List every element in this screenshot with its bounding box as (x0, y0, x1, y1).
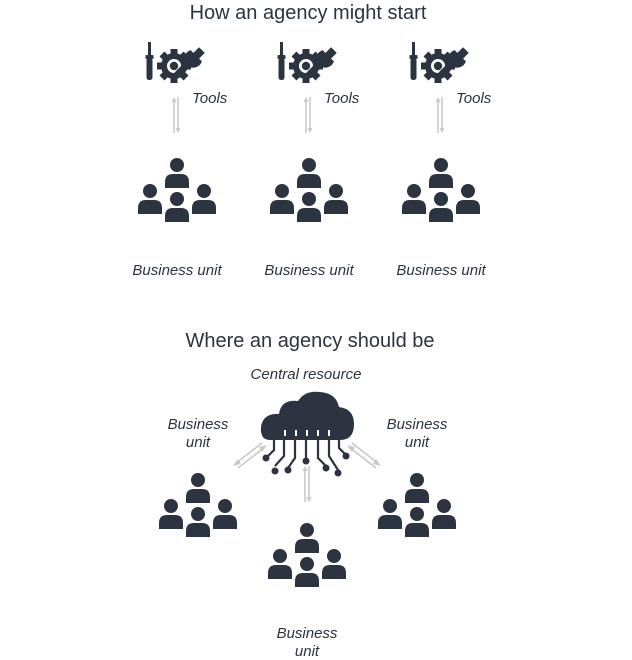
cloud-network-icon (260, 391, 354, 477)
right-unit-label-line2: unit (405, 434, 430, 451)
tools-column-1: Tools Business unit (132, 42, 228, 279)
right-unit-label-line1: Business (387, 416, 448, 433)
left-people-group-icon (159, 473, 237, 537)
tools-icon (409, 42, 473, 84)
tools-column-3: Tools Business unit (396, 42, 492, 279)
tools-column-2: Tools Business unit (264, 42, 360, 279)
central-resource-label: Central resource (251, 366, 362, 383)
tools-label: Tools (192, 90, 228, 107)
bottom-double-arrow-icon (301, 465, 313, 503)
bottom-section-title: Where an agency should be (185, 330, 434, 352)
bottom-unit-label-line1: Business (277, 625, 338, 642)
left-double-arrow-icon (233, 442, 267, 469)
business-unit-label: Business unit (264, 262, 354, 279)
business-unit-label: Business unit (132, 262, 222, 279)
tools-label: Tools (456, 90, 492, 107)
people-group-icon (138, 158, 216, 222)
business-unit-label: Business unit (396, 262, 486, 279)
top-section-title: How an agency might start (190, 2, 427, 24)
people-group-icon (402, 158, 480, 222)
bottom-people-group-icon (268, 523, 346, 587)
bottom-unit-label-line2: unit (295, 643, 320, 660)
double-arrow-icon (434, 96, 446, 134)
tools-icon (277, 42, 341, 84)
tools-icon (145, 42, 209, 84)
left-unit-label-line1: Business (168, 416, 229, 433)
people-group-icon (270, 158, 348, 222)
right-double-arrow-icon (347, 442, 381, 469)
tools-label: Tools (324, 90, 360, 107)
double-arrow-icon (302, 96, 314, 134)
double-arrow-icon (170, 96, 182, 134)
right-people-group-icon (378, 473, 456, 537)
left-unit-label-line2: unit (186, 434, 211, 451)
